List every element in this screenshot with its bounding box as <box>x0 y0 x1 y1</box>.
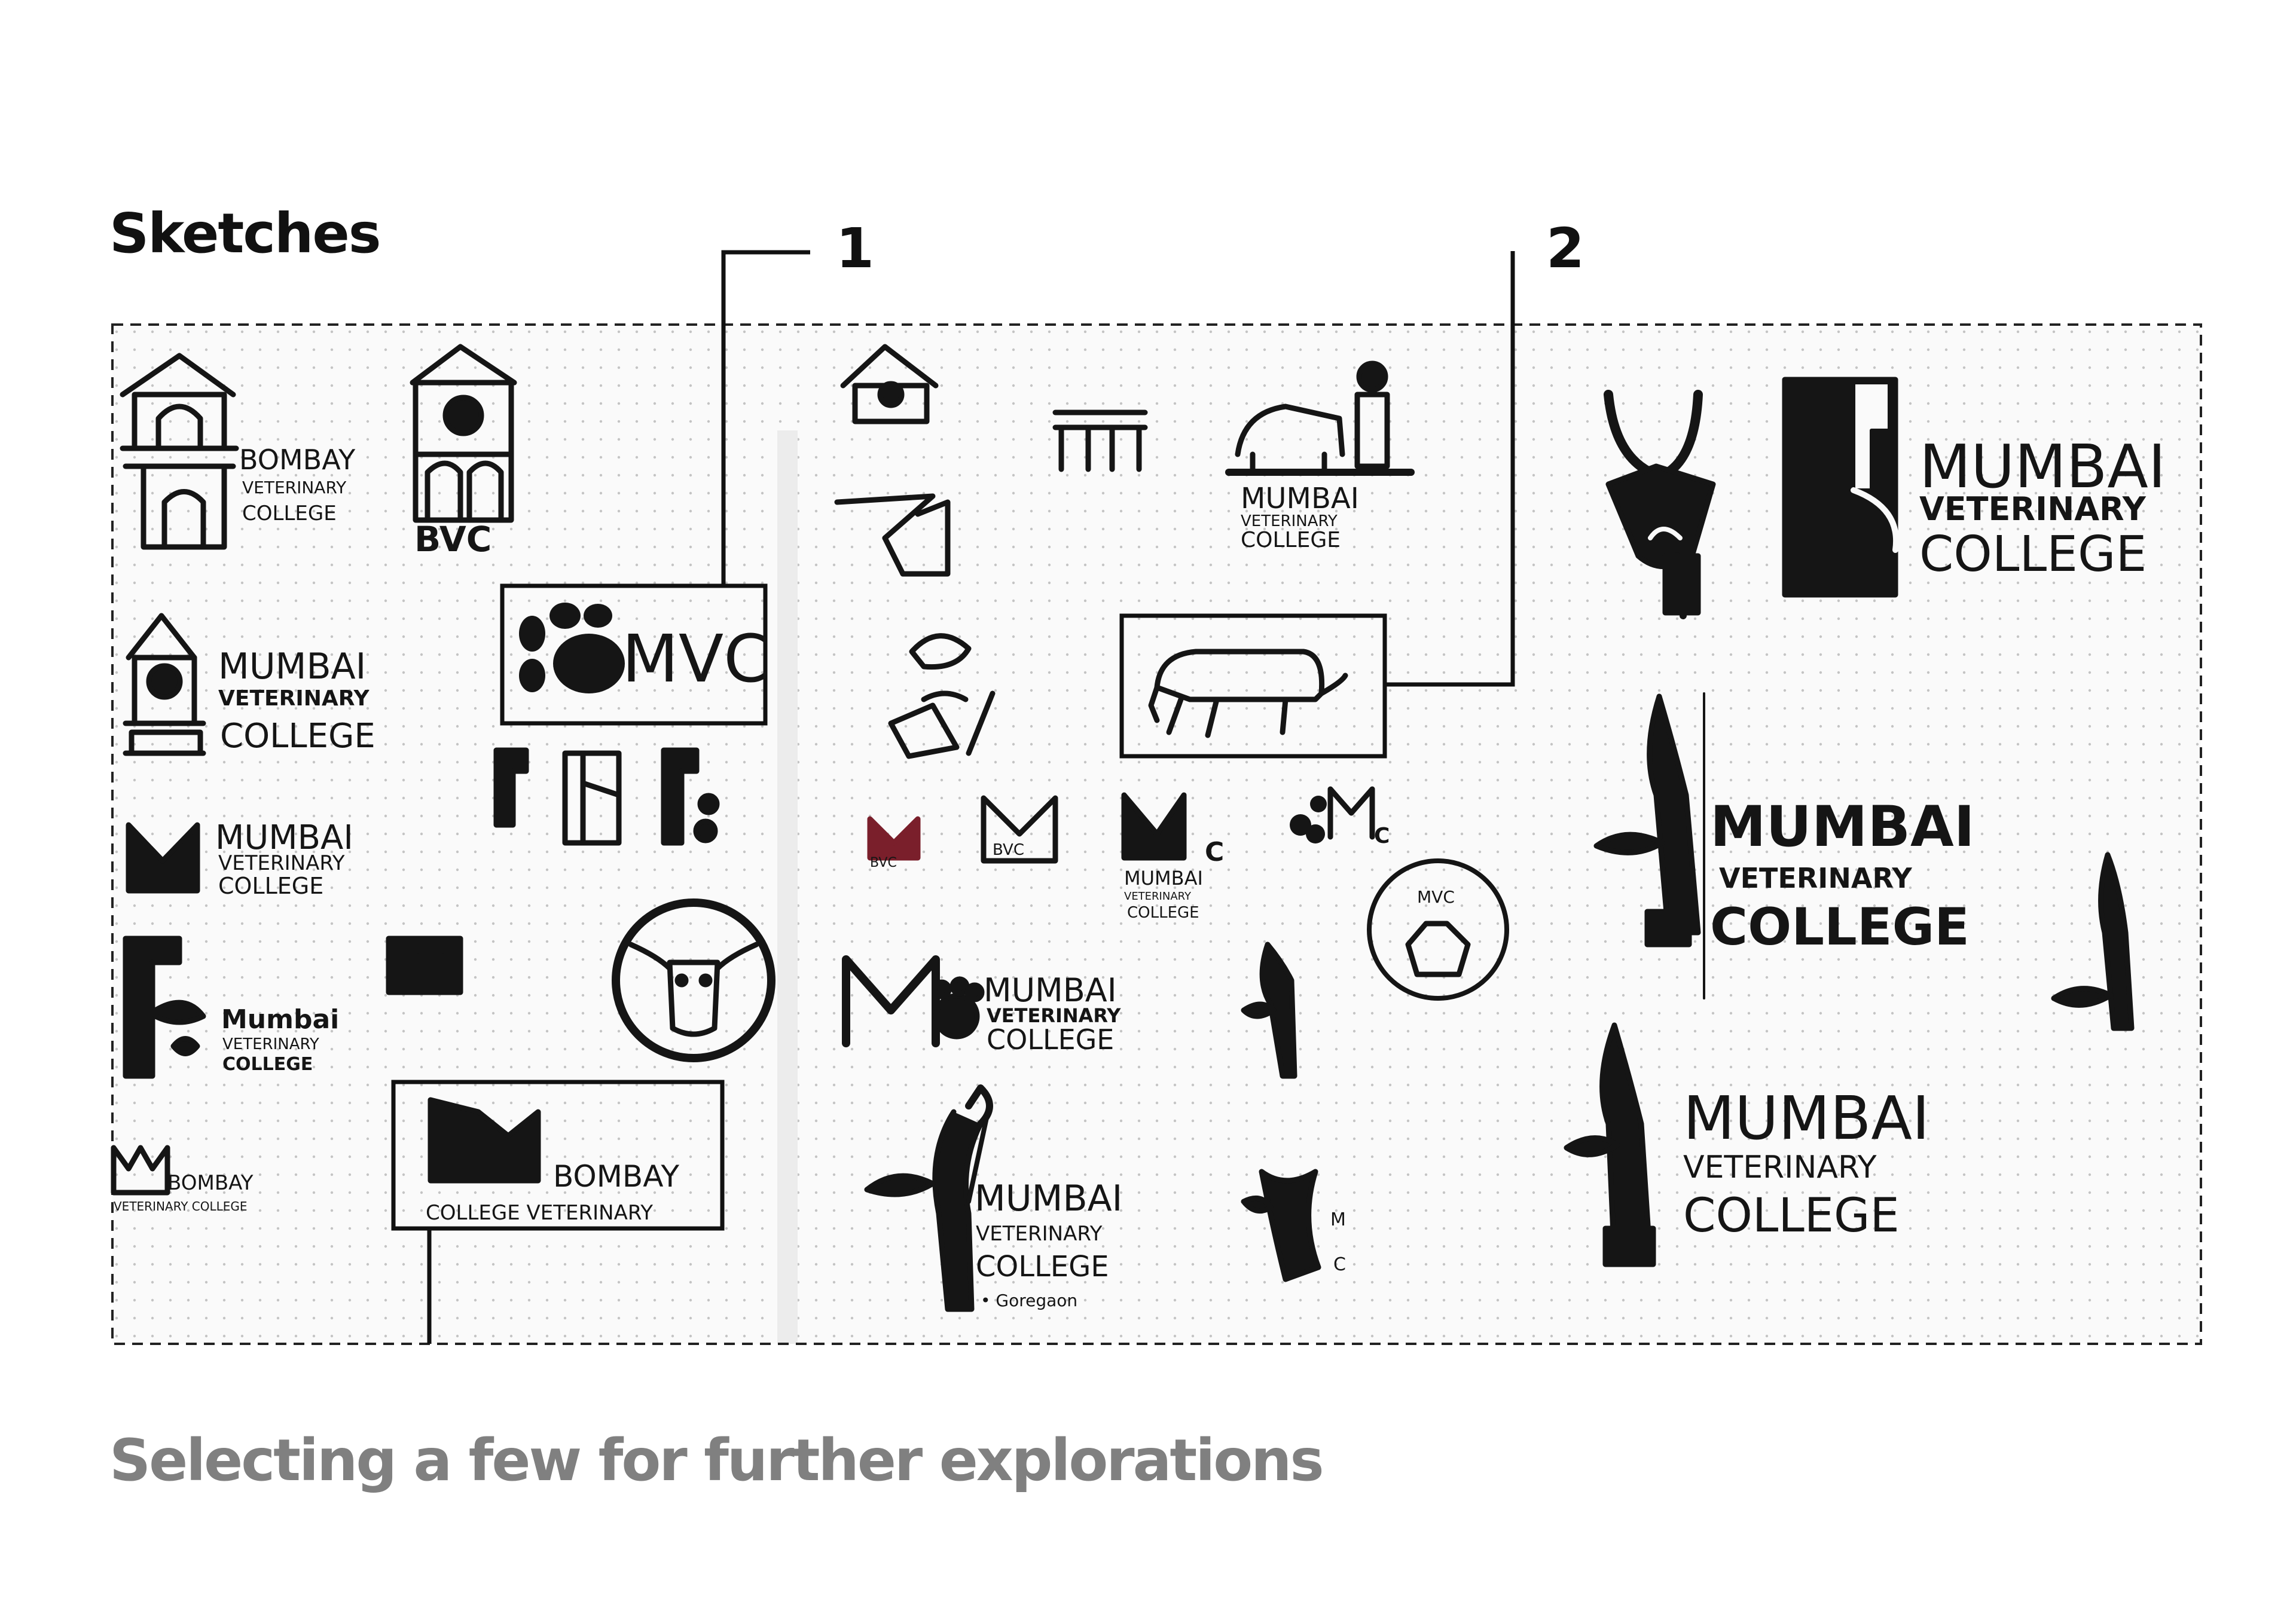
sketch-text-veterinary-4: VETERINARY <box>222 1035 319 1053</box>
m-mark-outline-icon <box>981 795 1058 864</box>
sketch-text-college-3: COLLEGE <box>218 873 323 899</box>
sketch-text-bvc-small-2: BVC <box>993 841 1024 859</box>
sketch-text-college-6: COLLEGE <box>1127 904 1199 922</box>
sketch-text-bombay-2: BOMBAY <box>167 1171 254 1195</box>
horn-leaf-mark-icon <box>1241 942 1297 1079</box>
paw-print-icon <box>519 603 625 693</box>
notebook-spine <box>777 430 798 1344</box>
sketch-text-c-1: C <box>1205 837 1224 867</box>
mini-doghouse-icon <box>840 344 939 424</box>
callout-number-1: 1 <box>836 216 875 280</box>
cow-head-circle-icon <box>612 898 775 1062</box>
callout-box-1 <box>500 583 768 726</box>
sketch-text-college-10: COLLEGE <box>1710 897 1970 957</box>
sketch-text-veterinary-7: VETERINARY <box>987 1004 1121 1027</box>
sketch-text-college-4: COLLEGE <box>222 1054 313 1075</box>
horn-logo-small-icon <box>2051 852 2135 1031</box>
sketch-text-mumbai-8: MUMBAI <box>1710 794 1975 860</box>
sketch-text-college-9: COLLEGE <box>1919 526 2147 583</box>
m-paw-mark-icon <box>1290 796 1327 843</box>
bird-mark-icon <box>834 493 951 577</box>
sketch-text-m-vertical: M <box>1330 1209 1346 1230</box>
sketch-text-college-8: COLLEGE <box>976 1250 1109 1283</box>
dna-bull-icon <box>1241 1169 1321 1282</box>
sketch-text-veterinary-5: VETERINARY <box>1241 512 1338 530</box>
horn-logo-large-icon <box>1593 692 1705 1000</box>
sketch-text-college-11: COLLEGE <box>1683 1189 1900 1243</box>
m-mark-red-icon <box>867 816 921 861</box>
hatched-f-panel-icon <box>1782 377 1900 598</box>
sketch-text-mumbai-4: MUMBAI <box>1124 867 1203 890</box>
sketch-text-veterinary-10: VETERINARY <box>1719 862 1912 894</box>
sketch-text-mumbai-2: MUMBAI <box>215 818 353 857</box>
sketch-text-veterinary-8: VETERINARY <box>976 1222 1103 1246</box>
sketch-text-mumbai-9: MUMBAI <box>1683 1083 1929 1153</box>
sketch-text-college-2: COLLEGE <box>220 717 375 756</box>
doghouse-icon <box>123 613 206 756</box>
sketch-text-veterinary-6: VETERINARY <box>1124 890 1192 903</box>
sketch-text-veterinary-11: VETERINARY <box>1683 1150 1877 1185</box>
sketch-text-vet-college-small: VETERINARY COLLEGE <box>114 1199 248 1214</box>
farmer-face-icon <box>888 633 996 759</box>
sketch-text-veterinary-9: VETERINARY <box>1919 490 2147 528</box>
sketch-text-mumbai-mixed: Mumbai <box>221 1004 339 1035</box>
m-with-paw-icon <box>842 955 985 1047</box>
sketch-text-college-5: COLLEGE <box>1241 528 1341 552</box>
m-mark-solid-icon <box>1121 792 1187 861</box>
building-paw-icon <box>410 344 517 523</box>
cow-and-farmer-icon <box>1225 360 1415 476</box>
callout-number-2: 2 <box>1546 216 1585 280</box>
sketch-text-mumbai-3: MUMBAI <box>1241 482 1359 515</box>
dashed-frame <box>111 323 2202 1345</box>
e-mark-icon <box>386 936 463 995</box>
sketch-text-bvc-small-1: BVC <box>870 855 897 870</box>
callout-box-3 <box>391 1080 725 1231</box>
sketch-text-c-vertical: C <box>1333 1254 1346 1275</box>
sketch-text-veterinary-2: VETERINARY <box>218 686 370 711</box>
callout-box-2 <box>1119 613 1387 759</box>
callout-line-2 <box>1384 251 1515 687</box>
g-leaf-mark-icon <box>864 1084 993 1312</box>
sketch-text-bombay-1: BOMBAY <box>239 444 356 476</box>
sketch-text-veterinary-1: VETERINARY <box>242 478 347 497</box>
sketch-text-c-2: C <box>1374 824 1390 848</box>
sketch-text-mumbai-1: MUMBAI <box>218 646 366 687</box>
f-emblem-icon <box>123 936 206 1079</box>
section-caption: Selecting a few for further explorations <box>109 1427 1324 1494</box>
crown-mark-icon <box>111 1145 170 1196</box>
sketch-text-bombay-3: BOMBAY <box>553 1159 680 1194</box>
sketch-text-bvc: BVC <box>414 519 491 560</box>
sketch-text-mumbai-7: MUMBAI <box>1919 432 2166 502</box>
sketch-text-college-veterinary: COLLEGE VETERINARY <box>426 1201 653 1225</box>
horn-logo-outline-icon <box>1564 1022 1656 1267</box>
m-bull-sketch-icon <box>428 1097 541 1184</box>
m-shield-icon <box>126 822 200 894</box>
sketch-text-mvc-2: MVC <box>1417 887 1455 907</box>
sketch-text-mumbai-5: MUMBAI <box>984 971 1117 1009</box>
sketch-text-location: • Goregaon <box>981 1291 1077 1310</box>
f-variations-icon <box>493 747 720 846</box>
bench-icon <box>1052 409 1148 472</box>
bull-farmer-face-icon <box>1604 390 1716 619</box>
page-title: Sketches <box>109 201 381 265</box>
m-paw-mark-m-icon <box>1327 786 1375 840</box>
sketch-text-mumbai-6: MUMBAI <box>975 1178 1122 1219</box>
callout-line-1 <box>721 250 810 586</box>
sketch-text-mvc-1: MVC <box>622 621 770 697</box>
sketch-text-college-7: COLLEGE <box>987 1023 1114 1056</box>
circle-cat-icon <box>1367 858 1509 1001</box>
building-arch-icon <box>120 353 239 550</box>
sketch-text-college-1: COLLEGE <box>242 502 337 525</box>
sketch-text-veterinary-3: VETERINARY <box>218 851 345 875</box>
bull-outline-icon <box>1148 649 1348 738</box>
